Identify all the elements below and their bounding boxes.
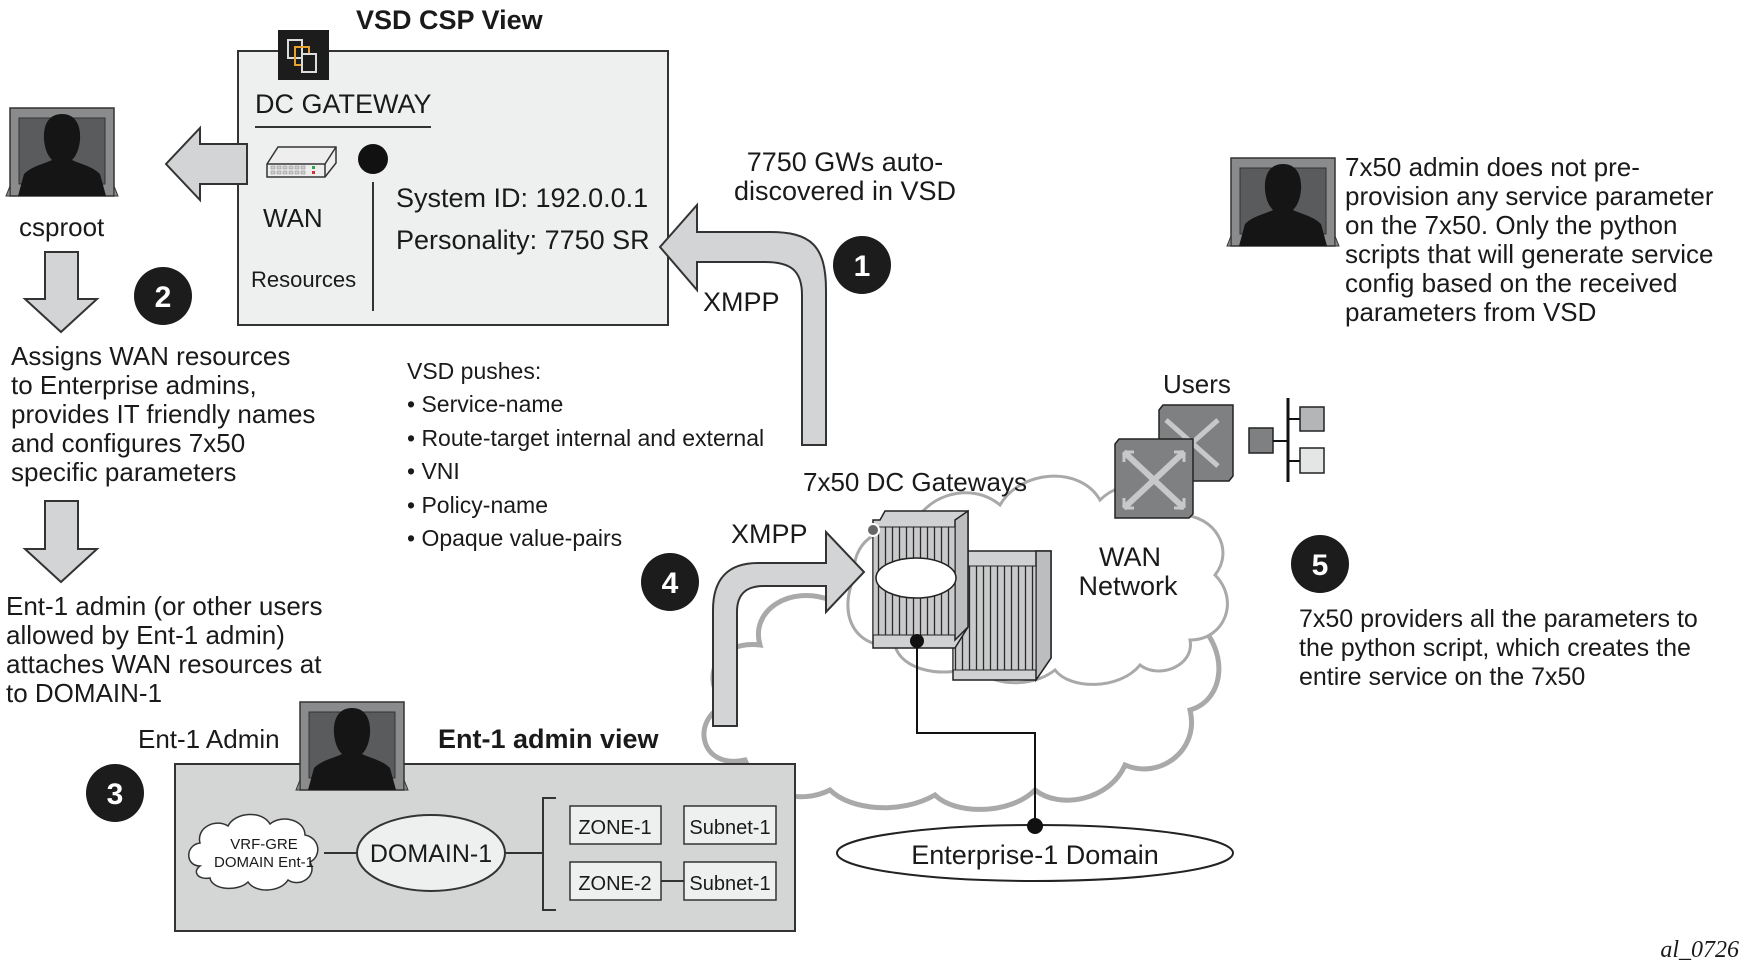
xmpp-up-arrow-icon bbox=[658, 202, 827, 446]
vsd-logo-icon bbox=[278, 30, 329, 80]
svg-text:Subnet-1: Subnet-1 bbox=[689, 873, 770, 895]
zone-2-box: ZONE-2 bbox=[569, 861, 662, 901]
wan-device-icon bbox=[266, 146, 337, 178]
list-item: • Service-name bbox=[407, 391, 563, 417]
svg-text:discovered in VSD: discovered in VSD bbox=[734, 176, 956, 206]
svg-text:Assigns WAN resources: Assigns WAN resources bbox=[11, 341, 290, 371]
step-1-badge: 1 bbox=[833, 236, 891, 294]
svg-text:to DOMAIN-1: to DOMAIN-1 bbox=[6, 678, 162, 708]
step-2-badge: 2 bbox=[134, 267, 192, 325]
svg-text:4: 4 bbox=[662, 567, 679, 600]
user-monitor-icon bbox=[5, 107, 119, 197]
admin-7x50-description: 7x50 admin does not pre- provision any s… bbox=[1345, 152, 1714, 327]
switch-icon bbox=[1114, 438, 1194, 519]
users-label: Users bbox=[1163, 369, 1231, 399]
svg-text:on the 7x50. Only the python: on the 7x50. Only the python bbox=[1345, 210, 1677, 240]
svg-text:1: 1 bbox=[854, 250, 871, 283]
svg-text:3: 3 bbox=[107, 778, 124, 811]
status-dot-icon bbox=[358, 144, 388, 174]
list-item: • VNI bbox=[407, 458, 460, 484]
svg-text:specific parameters: specific parameters bbox=[11, 457, 236, 487]
down-arrow-icon bbox=[22, 251, 100, 334]
wan-network-label: WAN Network bbox=[1078, 542, 1178, 601]
vsd-pushes-list: VSD pushes: • Service-name • Route-targe… bbox=[407, 358, 764, 551]
gateways-label: 7x50 DC Gateways bbox=[803, 467, 1027, 497]
gateway-ellipse bbox=[875, 557, 957, 599]
step-1-xmpp-label: XMPP bbox=[703, 287, 780, 317]
resources-label: Resources bbox=[251, 267, 356, 292]
svg-text:entire service on the 7x50: entire service on the 7x50 bbox=[1299, 663, 1585, 691]
lan-hosts-icon bbox=[1248, 398, 1325, 482]
list-item: • Policy-name bbox=[407, 492, 548, 518]
svg-text:allowed by Ent-1 admin): allowed by Ent-1 admin) bbox=[6, 620, 285, 650]
svg-text:ZONE-1: ZONE-1 bbox=[578, 817, 651, 839]
vsd-csp-view-panel: VSD CSP View DC GATEWAY WAN Resources Sy… bbox=[237, 5, 669, 326]
vsd-csp-view-title: VSD CSP View bbox=[356, 5, 544, 35]
step-2-description: Assigns WAN resources to Enterprise admi… bbox=[11, 341, 315, 487]
step-5-description: 7x50 providers all the parameters to the… bbox=[1299, 605, 1698, 691]
svg-text:and configures 7x50: and configures 7x50 bbox=[11, 428, 245, 458]
svg-text:Ent-1 admin (or other users: Ent-1 admin (or other users bbox=[6, 591, 322, 621]
svg-text:Subnet-1: Subnet-1 bbox=[689, 817, 770, 839]
ent1-admin-view-title: Ent-1 admin view bbox=[438, 724, 660, 754]
svg-text:7x50 admin does not pre-: 7x50 admin does not pre- bbox=[1345, 152, 1640, 182]
system-id-text: System ID: 192.0.0.1 bbox=[396, 183, 648, 213]
dc-gateway-heading: DC GATEWAY bbox=[255, 89, 432, 119]
svg-text:7x50 providers all the paramet: 7x50 providers all the parameters to bbox=[1299, 605, 1698, 633]
svg-text:2: 2 bbox=[155, 281, 172, 314]
svg-text:Network: Network bbox=[1078, 571, 1178, 601]
csproot-label: csproot bbox=[19, 212, 105, 242]
svg-text:7750 GWs auto-: 7750 GWs auto- bbox=[747, 147, 944, 177]
left-arrow-icon bbox=[164, 125, 248, 203]
vsd-pushes-heading: VSD pushes: bbox=[407, 358, 541, 384]
enterprise-domain-label: Enterprise-1 Domain bbox=[911, 840, 1159, 870]
gateway-chassis-front-icon bbox=[866, 509, 969, 649]
personality-text: Personality: 7750 SR bbox=[396, 225, 650, 255]
step-5-badge: 5 bbox=[1291, 535, 1349, 593]
svg-text:VRF-GRE: VRF-GRE bbox=[230, 836, 298, 853]
svg-text:to Enterprise admins,: to Enterprise admins, bbox=[11, 370, 257, 400]
down-arrow-icon bbox=[22, 500, 100, 584]
list-item: • Route-target internal and external bbox=[407, 425, 764, 451]
svg-text:WAN: WAN bbox=[1099, 542, 1161, 572]
svg-text:DOMAIN Ent-1: DOMAIN Ent-1 bbox=[214, 854, 314, 871]
step-3-badge: 3 bbox=[86, 764, 144, 822]
zone-1-box: ZONE-1 bbox=[569, 805, 662, 845]
svg-text:ZONE-2: ZONE-2 bbox=[578, 873, 651, 895]
svg-text:provides IT friendly names: provides IT friendly names bbox=[11, 399, 315, 429]
svg-text:the python script, which creat: the python script, which creates the bbox=[1299, 634, 1691, 662]
ent1-admin-view-panel: Ent-1 admin view Ent-1 Admin VRF-GRE DOM… bbox=[138, 701, 796, 932]
svg-text:scripts that will generate ser: scripts that will generate service bbox=[1345, 239, 1713, 269]
svg-text:parameters from VSD: parameters from VSD bbox=[1345, 297, 1596, 327]
wan-label: WAN bbox=[263, 203, 323, 233]
ent1-admin-label: Ent-1 Admin bbox=[138, 724, 280, 754]
step-1-caption: 7750 GWs auto- discovered in VSD bbox=[734, 147, 956, 206]
domain-1-label: DOMAIN-1 bbox=[370, 840, 492, 868]
step-2b-description: Ent-1 admin (or other users allowed by E… bbox=[6, 591, 322, 708]
svg-text:config based on the received: config based on the received bbox=[1345, 268, 1677, 298]
step-4-badge: 4 bbox=[641, 553, 699, 611]
csproot-user: csproot bbox=[5, 107, 119, 242]
subnet-1-box: Subnet-1 bbox=[683, 805, 777, 845]
user-monitor-icon bbox=[295, 701, 409, 791]
admin-7x50-user bbox=[1226, 157, 1340, 247]
svg-text:provision any service paramete: provision any service parameter bbox=[1345, 181, 1714, 211]
step-4-xmpp-label: XMPP bbox=[731, 519, 808, 549]
figure-id: al_0726 bbox=[1660, 937, 1739, 963]
svg-text:attaches WAN resources at: attaches WAN resources at bbox=[6, 649, 322, 679]
svg-text:5: 5 bbox=[1312, 549, 1329, 582]
gateway-to-enterprise-link bbox=[916, 641, 1036, 826]
user-monitor-icon bbox=[1226, 157, 1340, 247]
list-item: • Opaque value-pairs bbox=[407, 525, 622, 551]
xmpp-right-arrow-icon bbox=[712, 529, 866, 727]
vrf-gre-cloud: VRF-GRE DOMAIN Ent-1 bbox=[188, 813, 319, 891]
subnet-2-box: Subnet-1 bbox=[683, 861, 777, 901]
